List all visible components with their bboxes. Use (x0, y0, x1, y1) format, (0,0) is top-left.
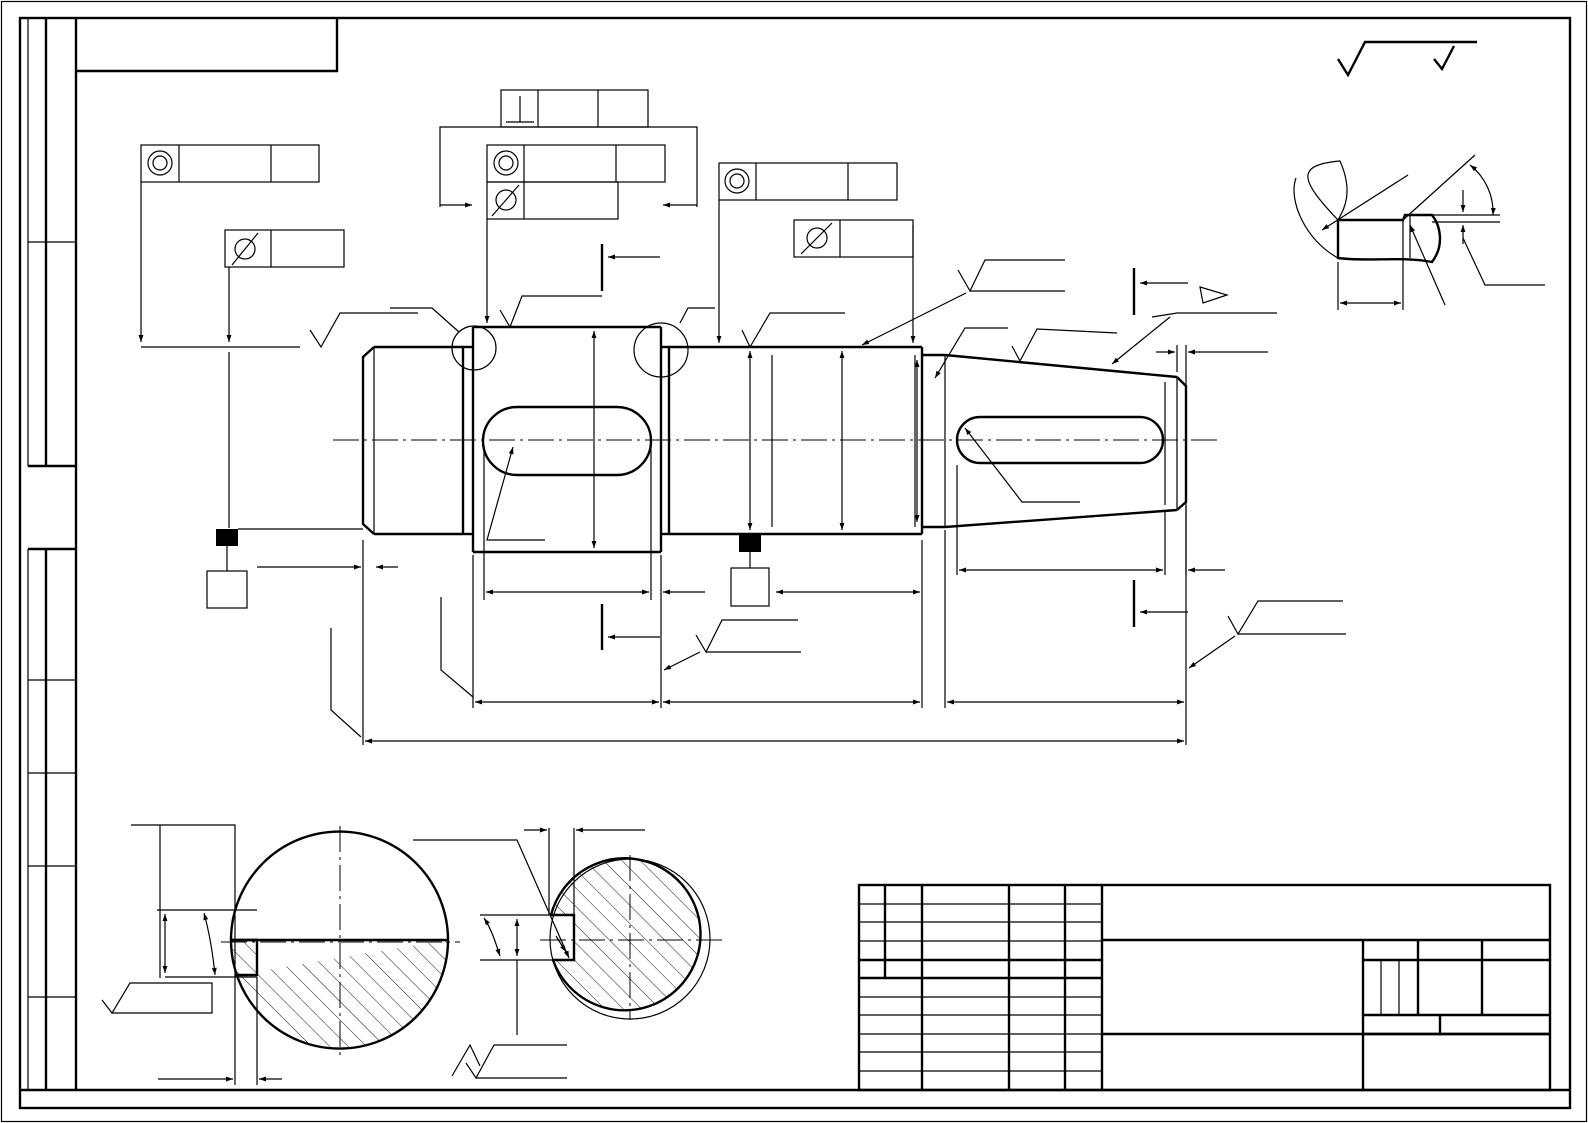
dimension-lines (257, 327, 1268, 745)
general-roughness-symbol (1336, 40, 1477, 78)
radial-runout-tolerance-frame-1 (224, 229, 345, 342)
shaft-main-view (333, 325, 1222, 554)
top-left-stamp-box (76, 18, 339, 73)
concentricity-tolerance-frame-3 (716, 162, 898, 343)
radial-runout-tolerance-frame-2 (484, 181, 619, 323)
section-cutting-plane-markers (600, 244, 1229, 650)
datum-base-marker-2 (730, 535, 770, 607)
groove-detail-view (1293, 154, 1545, 310)
detail-view-circles (390, 307, 715, 378)
perpendicularity-tolerance-frame (439, 89, 698, 208)
surface-roughness-symbols (309, 259, 1346, 671)
concentricity-tolerance-frame-1 (138, 144, 320, 342)
radial-runout-tolerance-frame-3 (793, 219, 916, 343)
title-block (857, 883, 1552, 1092)
concentricity-tolerance-frame-2 (486, 144, 666, 183)
datum-base-marker-1 (141, 346, 363, 609)
